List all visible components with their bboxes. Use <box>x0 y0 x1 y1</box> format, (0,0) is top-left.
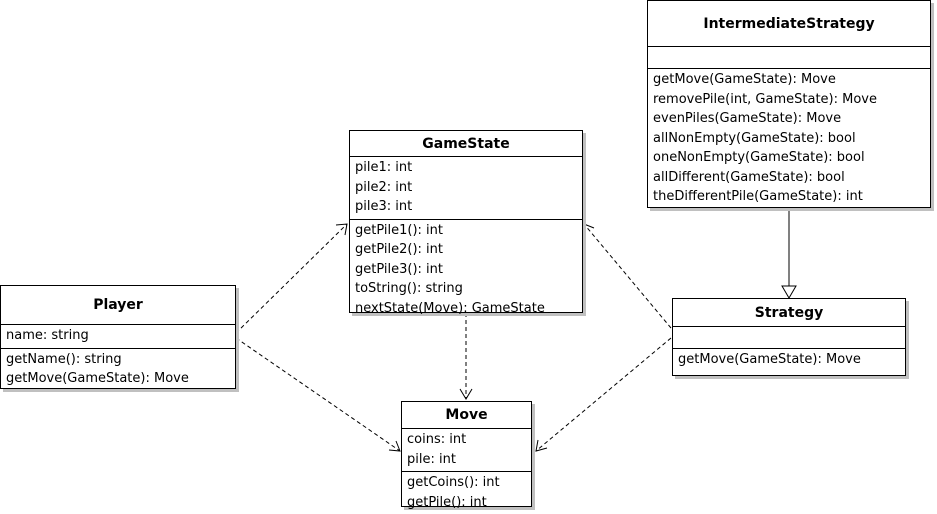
method: evenPiles(GameState): Move <box>653 111 842 126</box>
class-name: Player <box>93 297 143 313</box>
method: getPile3(): int <box>355 261 443 277</box>
method: oneNonEmpty(GameState): bool <box>653 150 865 165</box>
arrowhead-strategy-move <box>535 439 548 452</box>
methods-compartment: getMove(GameState): Move removePile(int,… <box>648 68 930 209</box>
class-strategy[interactable]: Strategy getMove(GameState): Move <box>672 298 906 376</box>
arrowhead-player-move <box>388 440 401 452</box>
attribute: pile1: int <box>355 160 413 175</box>
dependency-player-move <box>235 337 401 452</box>
class-player[interactable]: Player name: string getName(): string ge… <box>0 285 236 389</box>
method: allDifferent(GameState): bool <box>653 169 845 185</box>
method: getMove(GameState): Move <box>678 352 861 367</box>
method: getMove(GameState): Move <box>653 72 836 87</box>
dependency-player-gamestate <box>235 223 348 334</box>
class-intermediate-strategy[interactable]: IntermediateStrategy getMove(GameState):… <box>647 0 931 208</box>
method: getPile(): int <box>407 494 487 510</box>
method: getCoins(): int <box>407 475 500 490</box>
class-name: IntermediateStrategy <box>703 15 875 32</box>
arrowhead-player-gamestate <box>335 223 348 236</box>
arrowhead-strategy-gamestate <box>583 223 595 235</box>
attributes-compartment <box>648 46 930 68</box>
methods-compartment: getName(): string getMove(GameState): Mo… <box>1 347 235 391</box>
method: getMove(GameState): Move <box>6 371 189 386</box>
attribute: pile3: int <box>355 199 413 214</box>
method: allNonEmpty(GameState): bool <box>653 130 856 146</box>
class-name: GameState <box>422 135 510 152</box>
dependency-strategy-move <box>535 337 672 452</box>
method: getPile2(): int <box>355 242 443 257</box>
generalization-triangle <box>781 285 797 299</box>
method: getPile1(): int <box>355 222 443 238</box>
methods-compartment: getCoins(): int getPile(): int <box>402 471 531 514</box>
method: nextState(Move): GameState <box>355 300 545 316</box>
class-move[interactable]: Move coins: int pile: int getCoins(): in… <box>401 401 532 510</box>
arrowhead-gamestate-move <box>459 388 473 400</box>
methods-compartment: getMove(GameState): Move <box>673 348 905 372</box>
attributes-compartment: name: string <box>1 324 235 348</box>
attributes-compartment: pile1: int pile2: int pile3: int <box>350 156 582 219</box>
method: getName(): string <box>6 351 122 367</box>
class-name: Move <box>445 407 488 423</box>
attribute: name: string <box>6 328 89 343</box>
methods-compartment: getPile1(): int getPile2(): int getPile3… <box>350 218 582 321</box>
method: removePile(int, GameState): Move <box>653 91 877 107</box>
attribute: coins: int <box>407 432 467 447</box>
dependency-strategy-gamestate <box>583 223 672 329</box>
attributes-compartment <box>673 326 905 348</box>
class-name: Strategy <box>754 304 824 321</box>
attributes-compartment: coins: int pile: int <box>402 428 531 471</box>
attribute: pile2: int <box>355 179 413 195</box>
method: theDifferentPile(GameState): int <box>653 189 863 204</box>
class-game-state[interactable]: GameState pile1: int pile2: int pile3: i… <box>349 130 583 316</box>
attribute: pile: int <box>407 451 456 467</box>
method: toString(): string <box>355 281 463 296</box>
